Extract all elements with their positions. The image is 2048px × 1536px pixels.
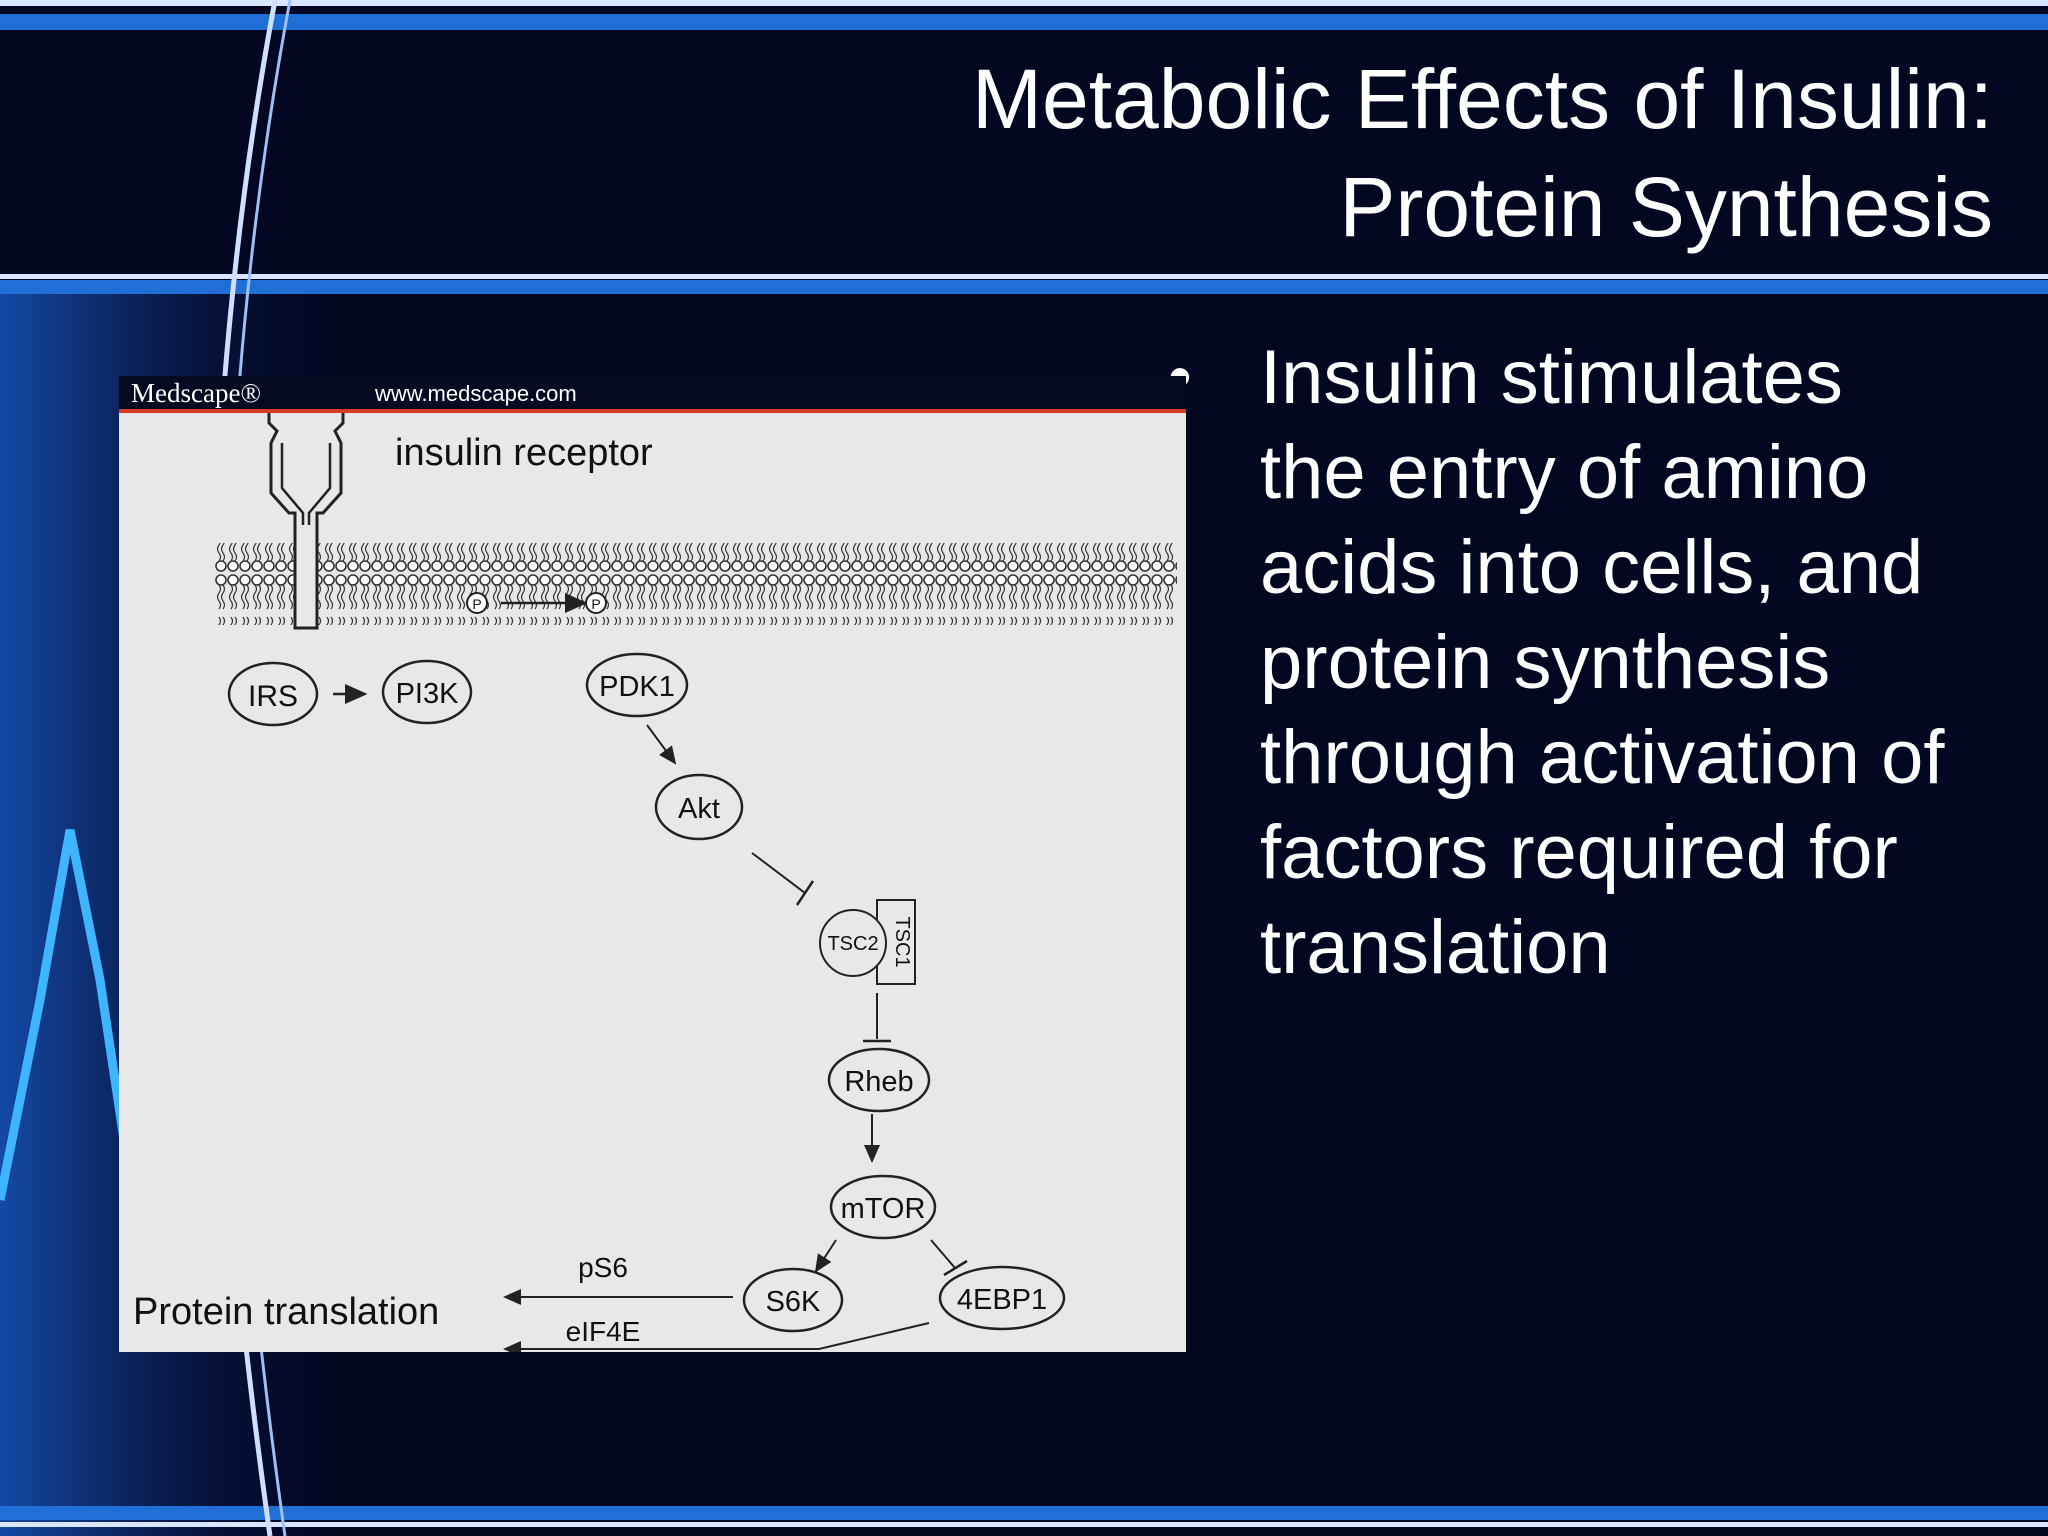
eif4e-label: eIF4E	[566, 1316, 641, 1347]
svg-text:S6K: S6K	[766, 1286, 821, 1318]
insulin-receptor-label: insulin receptor	[395, 432, 653, 474]
medscape-logo: Medscape®	[131, 378, 261, 408]
svg-text:PDK1: PDK1	[599, 671, 675, 703]
slide-title: Metabolic Effects of Insulin: Protein Sy…	[693, 45, 1993, 261]
insulin-receptor-icon	[267, 413, 345, 630]
bottom-stripe	[0, 1506, 2048, 1520]
node-mtor	[829, 1174, 937, 1240]
bullet-line: the entry of amino	[1260, 430, 1869, 515]
bullet-line: Insulin stimulates	[1260, 335, 1843, 420]
protein-translation-label: Protein translation	[133, 1291, 439, 1333]
node-irs	[227, 661, 319, 727]
bullet-line: protein synthesis	[1260, 620, 1831, 705]
bullet-line: factors required for	[1260, 810, 1898, 895]
svg-text:IRS: IRS	[248, 680, 298, 713]
pathway-figure: Medscape® www.medscape.com insulin recep…	[119, 376, 1186, 1352]
title-stripe-bottom	[0, 280, 2048, 294]
svg-text:Akt: Akt	[678, 793, 720, 825]
svg-text:4EBP1: 4EBP1	[957, 1284, 1047, 1316]
top-stripe	[0, 14, 2048, 30]
cell-membrane	[215, 543, 1177, 625]
svg-text:TSC2: TSC2	[827, 933, 878, 955]
pathway-diagram: insulin receptor P P IRS PI3K PDK1 Akt T…	[133, 413, 1177, 1352]
ps6-label: pS6	[578, 1252, 628, 1283]
svg-text:P: P	[591, 596, 600, 612]
node-pi3k	[381, 659, 473, 725]
svg-text:Rheb: Rheb	[844, 1066, 913, 1098]
title-line-1: Metabolic Effects of Insulin:	[972, 52, 1993, 146]
node-4ebp1	[938, 1265, 1066, 1331]
node-akt	[654, 773, 744, 841]
bullet-line: translation	[1260, 905, 1611, 990]
node-tsc2	[819, 909, 887, 977]
figure-url: www.medscape.com	[375, 381, 577, 406]
svg-text:P: P	[472, 596, 481, 612]
phospho-icon	[466, 592, 488, 614]
node-pdk1	[585, 652, 689, 718]
node-rheb	[827, 1047, 931, 1113]
figure-header: Medscape® www.medscape.com	[119, 376, 1186, 413]
title-line-2: Protein Synthesis	[1339, 160, 1993, 254]
node-s6k	[742, 1267, 844, 1333]
svg-text:mTOR: mTOR	[841, 1193, 926, 1225]
bullet-line: through activation of	[1260, 715, 1945, 800]
bullet-line: acids into cells, and	[1260, 525, 1924, 610]
bullet-text: Insulin stimulates the entry of amino ac…	[1260, 330, 2020, 995]
svg-text:TSC1: TSC1	[891, 916, 913, 967]
svg-text:PI3K: PI3K	[396, 678, 460, 710]
